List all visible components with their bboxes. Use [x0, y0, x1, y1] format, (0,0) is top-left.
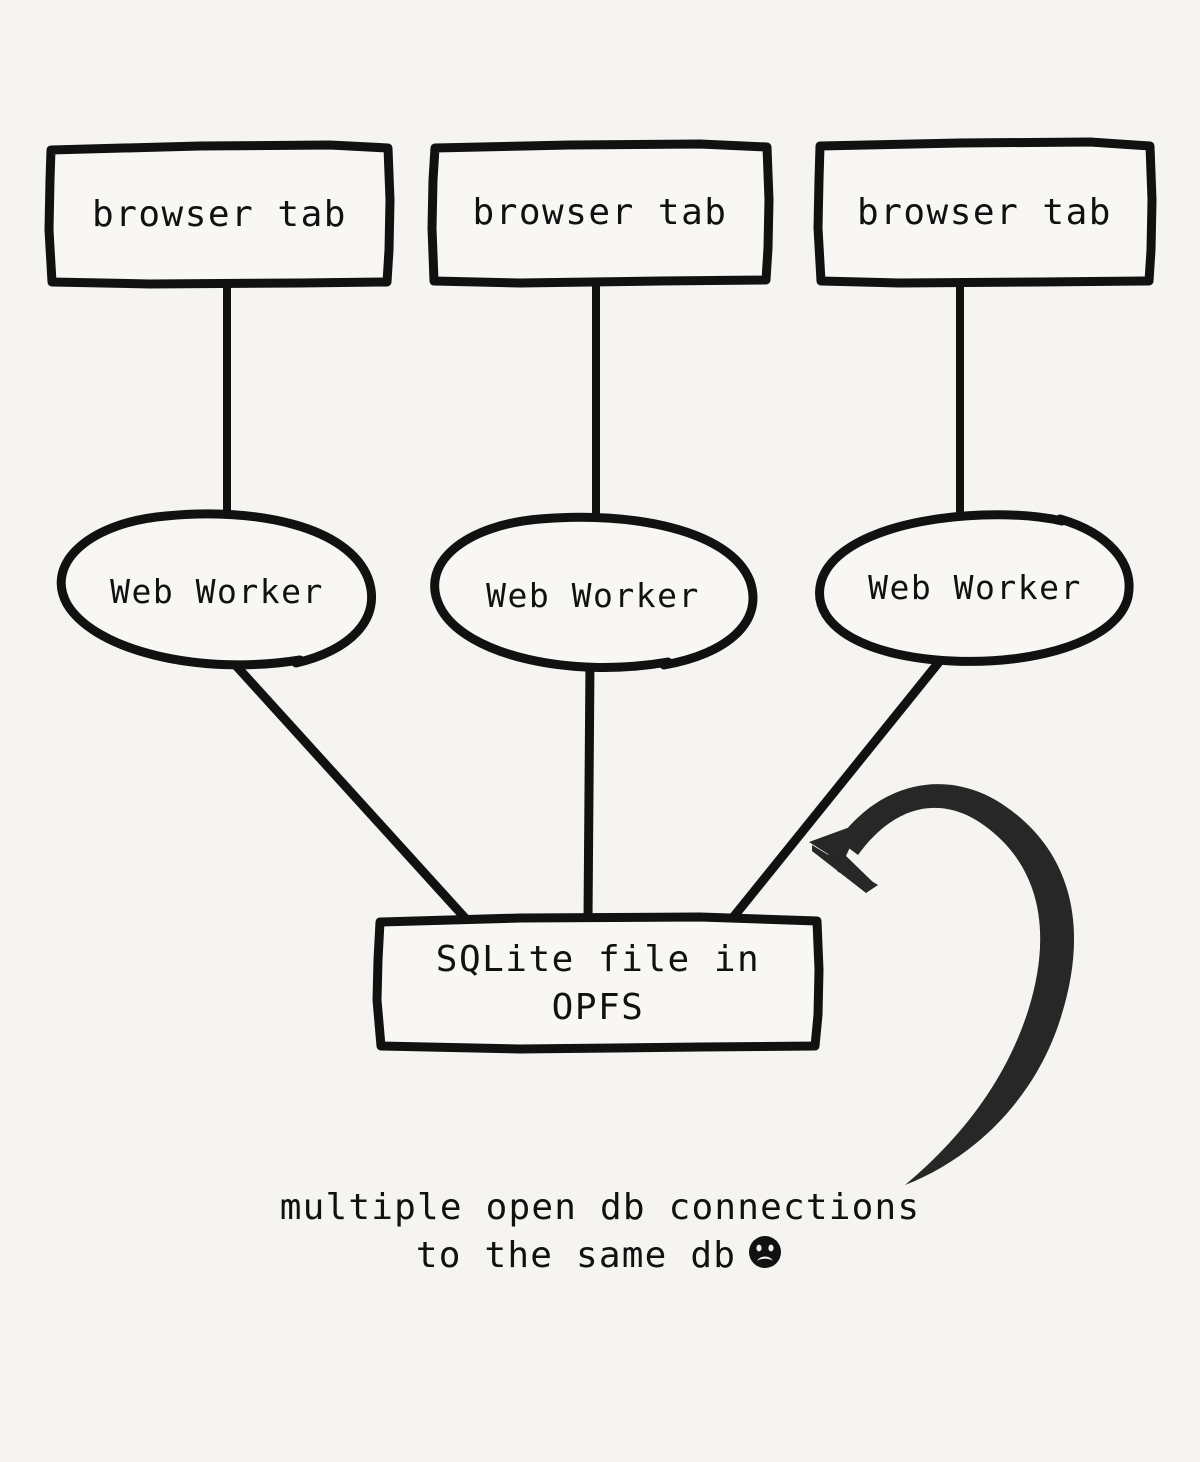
frowning-face-icon: [746, 1233, 784, 1284]
connector-worker3-store: [727, 659, 943, 923]
web-worker-ellipse-1[interactable]: [56, 509, 377, 670]
annotation-arrow-head-barb: [812, 845, 878, 893]
annotation-caption-line1: multiple open db connections: [279, 1187, 921, 1228]
sqlite-opfs-box[interactable]: [372, 912, 824, 1054]
annotation-caption-line2-text: to the same db: [415, 1234, 737, 1276]
browser-tab-box-3[interactable]: [813, 137, 1157, 288]
annotation-arrow: [809, 784, 1075, 1185]
annotation-arrow-curve: [838, 784, 1075, 1185]
browser-tab-box-1[interactable]: [44, 140, 395, 289]
web-worker-ellipse-2[interactable]: [430, 512, 758, 672]
web-worker-ellipse-3[interactable]: [815, 510, 1134, 666]
connector-worker2-store: [583, 660, 595, 920]
annotation-caption-line2: to the same db: [180, 1232, 1020, 1284]
annotation-caption: multiple open db connections to the same…: [180, 1184, 1020, 1284]
annotation-arrow-head: [809, 823, 877, 886]
browser-tab-box-2[interactable]: [427, 139, 774, 288]
connector-worker1-store: [226, 655, 470, 923]
